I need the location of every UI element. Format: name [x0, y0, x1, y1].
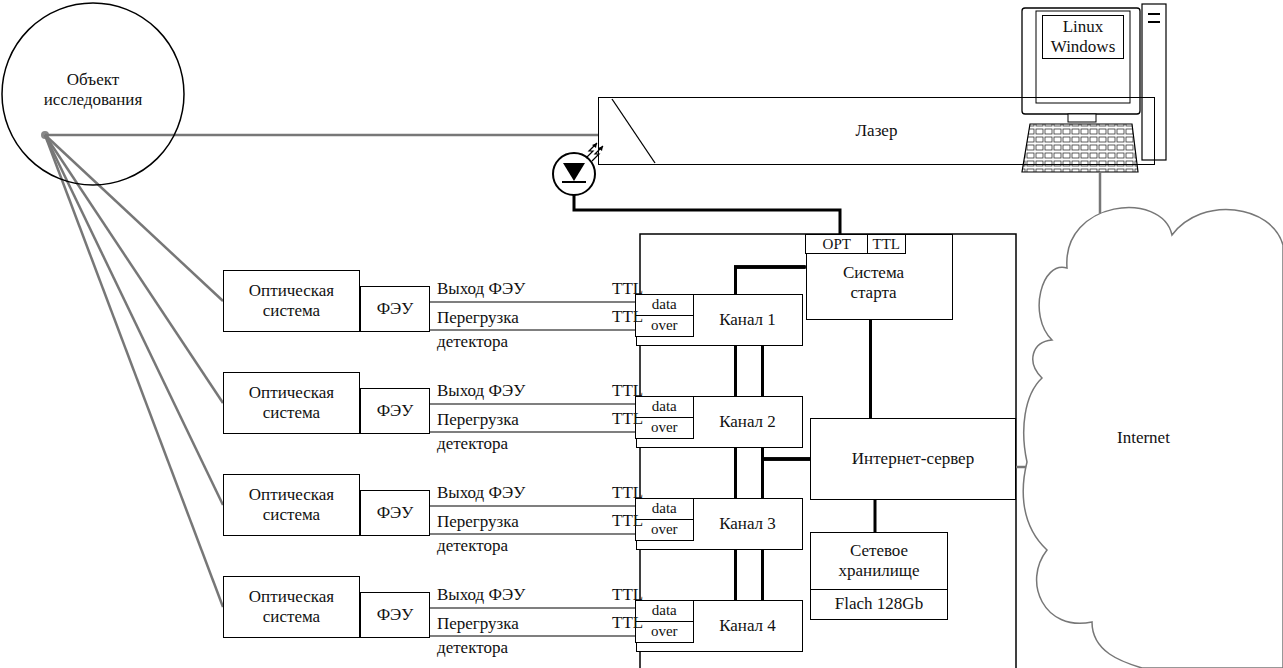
node-text: Flach 128Gb — [835, 594, 923, 614]
optical-system-box: Оптическая система — [223, 270, 360, 332]
node-text: Оптическая система — [232, 281, 351, 322]
connector — [430, 505, 636, 506]
signal-label: TTL — [612, 381, 643, 401]
signal-label: over — [635, 519, 694, 542]
port-label: OPT — [805, 234, 869, 254]
node-text: Канал 1 — [719, 310, 776, 330]
connector — [430, 403, 636, 404]
signal-label: Перегрузка детектора — [437, 306, 537, 354]
signal-label: TTL — [612, 511, 643, 531]
storage-bottom: Flach 128Gb — [811, 589, 947, 619]
connector — [430, 533, 636, 534]
channel-box: dataover Канал 4 — [636, 600, 803, 652]
signal-label: over — [635, 315, 694, 338]
computer-icon — [1022, 4, 1166, 172]
channel-box: dataover Канал 3 — [636, 498, 803, 550]
node-text: Оптическая система — [232, 383, 351, 424]
cloud-shape — [1023, 208, 1283, 668]
signal-label: Перегрузка детектора — [437, 510, 537, 558]
storage-box: Сетевое хранилищеFlach 128Gb — [810, 532, 948, 620]
node-text: Linux Windows — [1051, 17, 1115, 58]
pmt-box: ФЭУ — [360, 490, 430, 536]
signal-label: over — [635, 417, 694, 440]
optical-system-box: Оптическая система — [223, 576, 360, 638]
signal-label: Выход ФЭУ — [437, 483, 525, 503]
node-text: ФЭУ — [377, 605, 414, 625]
connector — [45, 135, 223, 607]
start-system-box: OPTTTL Система старта — [806, 234, 953, 320]
node-text: Интернет-сервер — [852, 449, 974, 469]
connector — [430, 301, 636, 302]
signal-label: data — [635, 600, 694, 623]
channel-label-area: Канал 4 — [694, 601, 802, 651]
pmt-box: ФЭУ — [360, 592, 430, 638]
channel-box: dataover Канал 1 — [636, 294, 803, 346]
node-text: ФЭУ — [377, 401, 414, 421]
node-text: Система старта — [824, 263, 924, 304]
internet-cloud: Internet — [1022, 190, 1283, 668]
internet-server-box: Интернет-сервер — [810, 418, 1016, 500]
node-text: Канал 2 — [719, 412, 776, 432]
node-text: Лазер — [856, 121, 898, 141]
signal-label: over — [635, 621, 694, 644]
computer-screen: Linux Windows — [1042, 15, 1124, 59]
connector — [430, 607, 636, 608]
laser-box: Лазер — [598, 97, 1155, 165]
node-text: Канал 3 — [719, 514, 776, 534]
signal-label: TTL — [612, 585, 643, 605]
signal-label: TTL — [612, 307, 643, 327]
connector — [763, 459, 811, 498]
channel-label-area: Канал 2 — [694, 397, 802, 447]
connector — [763, 448, 811, 459]
node-text: ФЭУ — [377, 299, 414, 319]
signal-label: data — [635, 396, 694, 419]
connector — [874, 500, 877, 532]
pmt-box: ФЭУ — [360, 286, 430, 332]
photodiode-wire — [574, 195, 840, 234]
signal-label: Выход ФЭУ — [437, 279, 525, 299]
signal-label: Выход ФЭУ — [437, 585, 525, 605]
connector — [45, 135, 223, 301]
photodiode-symbol — [553, 143, 603, 195]
optical-system-box: Оптическая система — [223, 372, 360, 434]
signal-label: Перегрузка детектора — [437, 612, 537, 660]
connector — [430, 635, 636, 636]
signal-label: data — [635, 498, 694, 521]
optical-system-box: Оптическая система — [223, 474, 360, 536]
node-text: Канал 4 — [719, 616, 776, 636]
connector — [430, 431, 636, 432]
signal-label: Выход ФЭУ — [437, 381, 525, 401]
connector — [45, 135, 223, 505]
connector — [45, 134, 598, 137]
node-text: ФЭУ — [377, 503, 414, 523]
signal-label: TTL — [612, 483, 643, 503]
connector — [736, 267, 806, 294]
node-text: Оптическая система — [232, 587, 351, 628]
node-text: Оптическая система — [232, 485, 351, 526]
port-label: TTL — [867, 234, 906, 254]
node-text: Объект исследования — [28, 70, 158, 111]
signal-label: TTL — [612, 409, 643, 429]
channel-label-area: Канал 1 — [694, 295, 802, 345]
channel-box: dataover Канал 2 — [636, 396, 803, 448]
laser-mirror — [612, 99, 655, 163]
connector — [869, 320, 872, 418]
signal-label: data — [635, 294, 694, 317]
circle-shape — [2, 3, 184, 185]
node-text: Сетевое хранилище — [819, 541, 939, 582]
object-circle: Объект исследования — [1, 2, 185, 186]
signal-label: TTL — [612, 613, 643, 633]
signal-label: Перегрузка детектора — [437, 408, 537, 456]
connector — [430, 329, 636, 330]
storage-top: Сетевое хранилище — [811, 533, 947, 589]
node-text: Internet — [1117, 428, 1170, 448]
pmt-box: ФЭУ — [360, 388, 430, 434]
signal-label: TTL — [612, 279, 643, 299]
channel-label-area: Канал 3 — [694, 499, 802, 549]
